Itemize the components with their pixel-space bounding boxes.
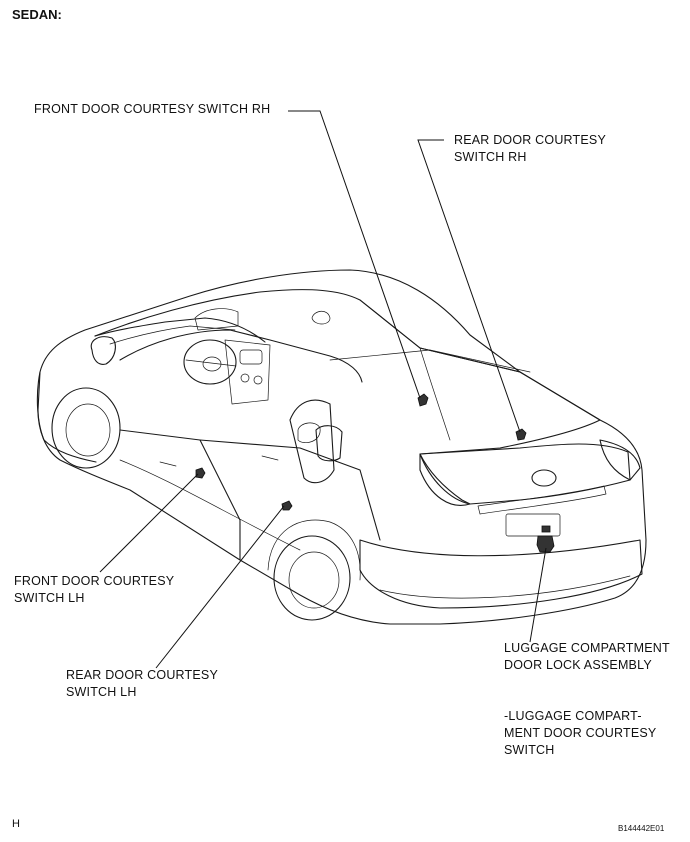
trunk-lid	[419, 443, 631, 505]
rear-quarter-detail	[315, 425, 343, 462]
windshield-inner	[109, 325, 236, 345]
luggage-lock-part	[536, 535, 555, 553]
label-line: FRONT DOOR COURTESY	[14, 574, 175, 588]
taillight-right	[599, 439, 641, 481]
rear-window	[359, 299, 601, 455]
front-seat	[289, 399, 335, 484]
leader-front-door-lh	[99, 473, 199, 573]
c-pillar	[419, 347, 451, 441]
label-line: MENT DOOR COURTESY	[504, 726, 657, 740]
switch-parts	[195, 393, 555, 553]
label-rear-door-courtesy-switch-lh: REAR DOOR COURTESY SWITCH LH	[66, 667, 218, 701]
label-line: REAR DOOR COURTESY	[66, 668, 219, 682]
taillight-left	[419, 453, 471, 506]
page-title: SEDAN:	[12, 7, 62, 22]
speaker-top	[311, 310, 331, 325]
mirror-left	[90, 336, 116, 365]
label-line: FRONT DOOR COURTESY SWITCH RH	[34, 102, 271, 116]
leader-front-door-rh	[288, 110, 421, 399]
label-line: LUGGAGE COMPARTMENT	[504, 641, 670, 655]
label-line: SWITCH RH	[454, 150, 527, 164]
front-door-switch-lh-part	[195, 467, 206, 479]
instrument-cluster	[194, 308, 239, 331]
front-door-outline	[119, 429, 241, 561]
door-handle-rear	[261, 455, 279, 461]
label-front-door-courtesy-switch-rh: FRONT DOOR COURTESY SWITCH RH	[34, 101, 270, 118]
steering-wheel	[183, 339, 237, 385]
sedan-car-drawing	[36, 269, 647, 625]
label-line: DOOR LOCK ASSEMBLY	[504, 658, 652, 672]
door-sill	[119, 459, 301, 551]
rear-bumper	[359, 539, 643, 609]
label-line: -LUGGAGE COMPART-	[504, 709, 642, 723]
front-door-switch-rh-part	[417, 393, 429, 407]
label-luggage-compartment-door-courtesy-switch: -LUGGAGE COMPART- MENT DOOR COURTESY SWI…	[504, 708, 656, 759]
rear-deck-line	[329, 349, 531, 373]
dashboard	[119, 329, 363, 383]
front-seat-headrest	[297, 422, 321, 443]
label-line: SWITCH LH	[66, 685, 137, 699]
leader-lines	[99, 110, 547, 669]
license-plate-area	[505, 513, 561, 537]
front-wheel-rim	[65, 403, 111, 457]
page-letter: H	[12, 818, 20, 830]
rear-wheel-rim	[288, 551, 340, 609]
leader-luggage-lock	[529, 547, 547, 643]
door-handle-front	[159, 461, 177, 467]
label-luggage-compartment-door-lock-assembly: LUGGAGE COMPARTMENT DOOR LOCK ASSEMBLY	[504, 640, 670, 674]
label-line: SWITCH LH	[14, 591, 85, 605]
emblem	[531, 469, 557, 487]
label-line: REAR DOOR COURTESY	[454, 133, 607, 147]
car-body-outline	[37, 269, 647, 625]
luggage-lock-part-top	[541, 525, 551, 533]
rear-wheel	[273, 535, 351, 621]
trunk-garnish	[477, 485, 607, 515]
front-bumper	[36, 371, 97, 463]
car-roof-line	[94, 289, 521, 373]
leader-rear-door-rh	[417, 139, 521, 433]
figure-id: B144442E01	[618, 824, 665, 833]
label-front-door-courtesy-switch-lh: FRONT DOOR COURTESY SWITCH LH	[14, 573, 174, 607]
leader-rear-door-lh	[155, 505, 285, 669]
windshield-frame	[94, 317, 266, 343]
bumper-lower	[379, 575, 631, 599]
dash-vent	[239, 349, 263, 365]
label-rear-door-courtesy-switch-rh: REAR DOOR COURTESY SWITCH RH	[454, 132, 606, 166]
front-wheel	[51, 387, 121, 469]
dash-knob-left	[240, 373, 250, 383]
steering-spoke	[185, 359, 237, 367]
label-line: SWITCH	[504, 743, 555, 757]
dashboard-console	[224, 339, 271, 405]
rear-wheel-arch	[267, 519, 361, 581]
rear-door-switch-rh-part	[515, 428, 527, 441]
rear-door-switch-lh-part	[281, 500, 293, 511]
rear-door-outline	[199, 439, 381, 541]
dash-knob-right	[253, 375, 263, 385]
